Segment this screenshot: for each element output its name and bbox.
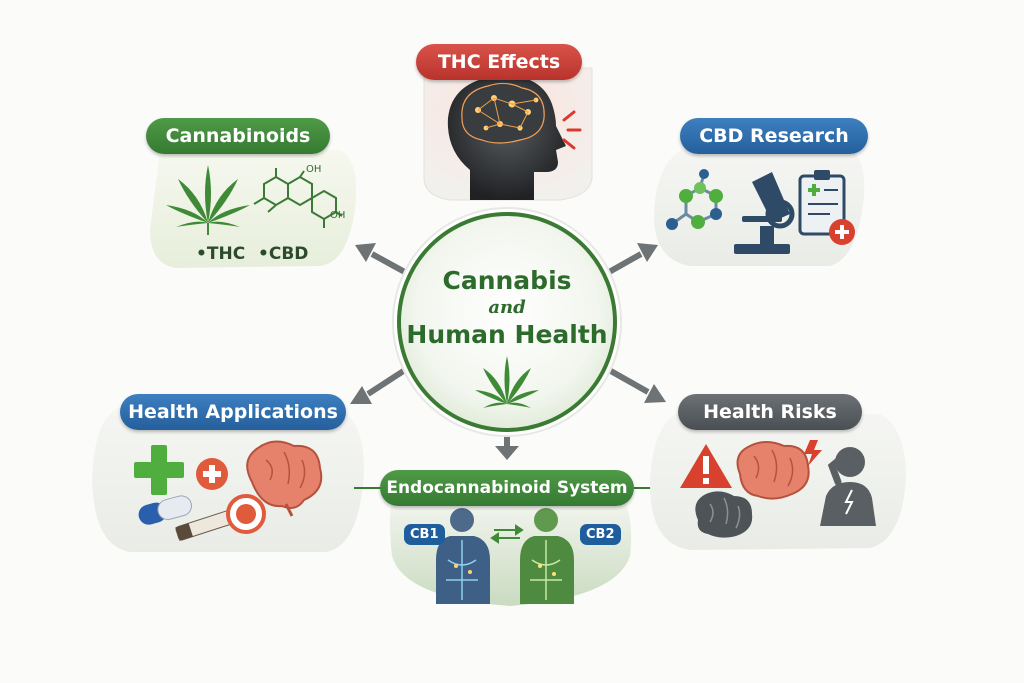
- cannabinoid-item-cbd: •CBD: [258, 244, 309, 264]
- chem-label-oh-1: OH: [306, 164, 321, 175]
- health-applications-label: Health Applications: [120, 394, 346, 430]
- center-title-line1: Cannabis: [442, 266, 572, 295]
- medical-clipboard-icon: [798, 170, 855, 245]
- lightning-icon: [804, 440, 822, 466]
- thc-effects-panel: [423, 67, 593, 201]
- center-hub: [392, 207, 622, 437]
- receptor-tag-cb1: CB1: [404, 524, 445, 545]
- damaged-brain-icon: [736, 441, 810, 500]
- cannabinoid-item-thc: •THC: [196, 244, 246, 264]
- health-applications-panel: [92, 408, 384, 552]
- green-cross-icon: [134, 445, 184, 495]
- health-risks-panel: [650, 414, 906, 550]
- cannabinoids-panel: OH OH: [150, 150, 357, 268]
- capsule-icon: [138, 495, 192, 525]
- center-leaf-icon: [475, 356, 539, 408]
- head-brain-icon: [447, 75, 566, 200]
- cannabis-leaf-icon: [166, 165, 250, 235]
- center-title-line2: and: [488, 297, 526, 318]
- arrow-to-health-applications: [366, 367, 407, 397]
- thc-effects-label: THC Effects: [416, 44, 582, 80]
- target-icon: [226, 494, 266, 534]
- endocannabinoid-panel: [390, 487, 664, 606]
- center-title: Cannabis and Human Health: [400, 266, 614, 350]
- microscope-icon: [734, 172, 795, 254]
- alert-lines-icon: [562, 110, 582, 150]
- cannabinoids-label: Cannabinoids: [146, 118, 330, 154]
- red-plus-badge-icon: [196, 458, 228, 490]
- cbd-research-panel: [654, 150, 865, 266]
- signal-arrows-icon: [490, 524, 524, 544]
- human-figure-cb1-icon: [436, 508, 490, 604]
- human-figure-cb2-icon: [520, 508, 574, 604]
- receptor-tag-cb2: CB2: [580, 524, 621, 545]
- health-risks-label: Health Risks: [678, 394, 862, 430]
- center-title-line3: Human Health: [406, 320, 608, 349]
- chemical-structure-icon: [253, 168, 343, 228]
- endocannabinoid-label: Endocannabinoid System: [380, 470, 634, 506]
- molecule-icon: [666, 169, 723, 230]
- cbd-research-label: CBD Research: [680, 118, 868, 154]
- person-headache-icon: [820, 447, 876, 526]
- chem-label-oh-2: OH: [330, 210, 345, 221]
- gray-brain-icon: [695, 491, 753, 538]
- brain-icon: [246, 440, 323, 517]
- arrow-to-health-risks: [607, 367, 650, 395]
- warning-triangle-icon: [680, 444, 732, 488]
